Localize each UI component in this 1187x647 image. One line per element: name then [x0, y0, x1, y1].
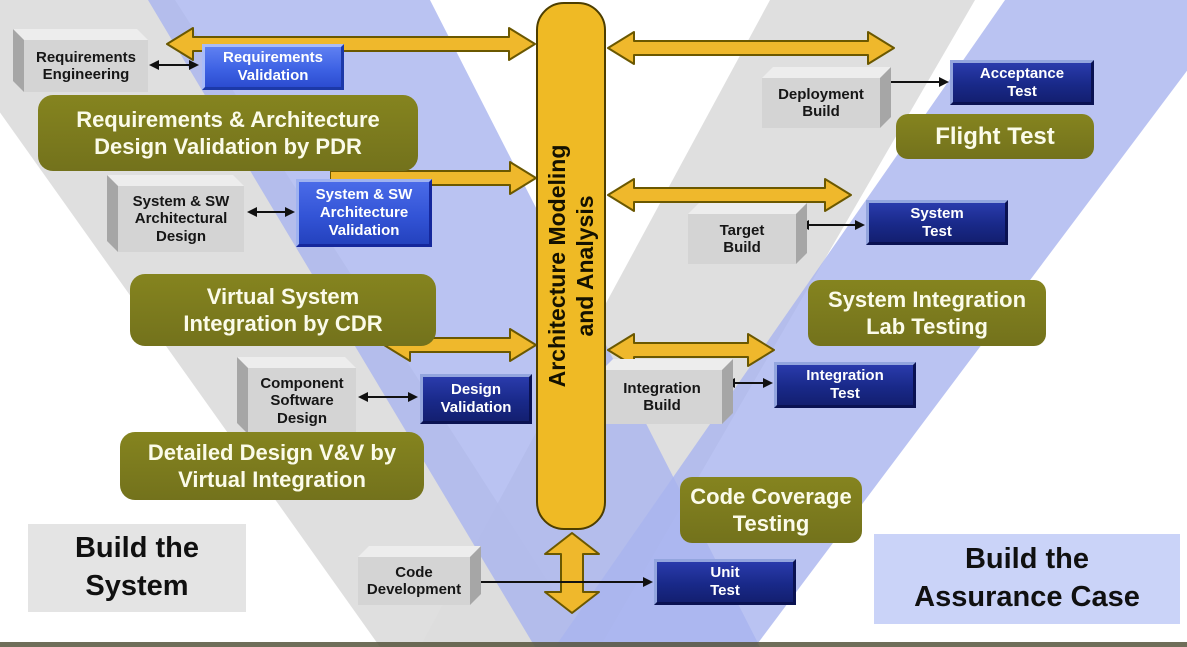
box-detailed-design-vv: Detailed Design V&V by Virtual Integrati… [120, 432, 424, 500]
black-arrow-deployment-acceptance [881, 77, 949, 87]
box-label: Virtual Integration [178, 467, 366, 492]
box-cdr-integration: Virtual System Integration by CDR [130, 274, 436, 346]
box-label: Test [710, 582, 740, 599]
box-label: Integration [623, 379, 701, 397]
bar-label-line: and Analysis [572, 195, 598, 337]
box-label: Validation [237, 67, 309, 84]
gold-arrow-down-icon [544, 532, 600, 614]
box-label: Integration by CDR [183, 311, 383, 336]
box-label: Build [802, 103, 840, 120]
box-label: Virtual System [206, 283, 360, 309]
black-arrow-component-design-validation [358, 392, 418, 402]
black-arrow-integration-build-test [725, 378, 773, 388]
box-label: Validation [328, 222, 400, 239]
gold-arrow-requirements-left [166, 27, 536, 61]
gold-arrow-target-right [607, 178, 852, 212]
box-pdr-validation: Requirements & Architecture Design Valid… [38, 95, 418, 171]
box-flight-test: Flight Test [896, 114, 1094, 159]
box-unit-test: Unit Test [654, 559, 796, 605]
box-label: Design [450, 381, 501, 398]
box-label: Component [260, 375, 344, 393]
box-requirements-engineering: Requirements Engineering [24, 40, 148, 92]
box-label: Build [723, 239, 761, 256]
label-build-the-assurance-case: Build the Assurance Case [874, 534, 1180, 624]
box-label: Integration [806, 367, 884, 384]
box-label: Requirements [222, 49, 324, 66]
black-arrow-arch-design-validation [247, 207, 295, 217]
box-label: Design [155, 227, 206, 245]
bar-label-line: Architecture Modeling [543, 144, 570, 388]
corner-label-line: System [85, 570, 189, 602]
box-label: Requirements [35, 48, 137, 66]
box-label: Architecture [319, 204, 409, 221]
box-code-development: Code Development [358, 557, 470, 605]
box-label: System Integration [827, 286, 1027, 312]
box-label: Requirements & Architecture [76, 106, 380, 132]
box-label: Development [366, 581, 462, 598]
box-label: Testing [732, 511, 810, 536]
box-label: Software [270, 392, 334, 410]
box-label: System & SW [132, 193, 230, 211]
box-system-test: System Test [866, 200, 1008, 245]
box-label: Test [922, 222, 952, 240]
corner-label-line: Build the [964, 543, 1090, 576]
box-label: Detailed Design V&V by [147, 439, 397, 465]
box-label: Design [276, 409, 327, 427]
architecture-modeling-label: Architecture Modeling and Analysis [543, 6, 599, 526]
box-label: Design Validation by PDR [94, 134, 362, 159]
bottom-border-strip [0, 642, 1187, 647]
architecture-modeling-bar: Architecture Modeling and Analysis [536, 2, 606, 530]
box-label: Validation [440, 399, 512, 416]
box-label: Deployment [778, 85, 864, 103]
box-label: Acceptance [979, 64, 1065, 82]
black-arrow-code-unit-test [469, 577, 653, 587]
box-label: Test [1007, 82, 1037, 100]
box-requirements-validation: Requirements Validation [202, 44, 344, 90]
box-integration-build: Integration Build [602, 370, 722, 424]
box-deployment-build: Deployment Build [762, 78, 880, 128]
box-label: Code Coverage [690, 483, 852, 509]
box-design-validation: Design Validation [420, 374, 532, 424]
box-acceptance-test: Acceptance Test [950, 60, 1094, 105]
label-build-the-system: Build the System [28, 524, 246, 612]
box-label: System [910, 204, 964, 222]
gold-arrow-deployment-right [607, 31, 895, 65]
box-target-build: Target Build [688, 214, 796, 264]
box-label: Architectural [134, 210, 228, 228]
box-label: Engineering [42, 66, 130, 83]
box-label: Target [719, 221, 765, 239]
box-label: Flight Test [935, 122, 1055, 150]
box-label: Unit [710, 564, 740, 581]
black-arrow-req-eng-validation [149, 60, 199, 70]
box-code-coverage-testing: Code Coverage Testing [680, 477, 862, 543]
black-arrow-target-system-test [799, 220, 865, 230]
corner-label-line: Build the [74, 532, 200, 565]
box-label: Lab Testing [866, 314, 988, 339]
box-label: Test [830, 385, 860, 402]
box-label: System & SW [315, 186, 413, 203]
box-system-sw-architecture-validation: System & SW Architecture Validation [296, 179, 432, 247]
box-system-sw-architectural-design: System & SW Architectural Design [118, 186, 244, 252]
corner-label-line: Assurance Case [914, 581, 1140, 613]
box-system-integration-lab-testing: System Integration Lab Testing [808, 280, 1046, 346]
box-label: Build [643, 397, 681, 414]
box-component-software-design: Component Software Design [248, 368, 356, 434]
box-integration-test: Integration Test [774, 362, 916, 408]
box-label: Code [395, 563, 433, 581]
